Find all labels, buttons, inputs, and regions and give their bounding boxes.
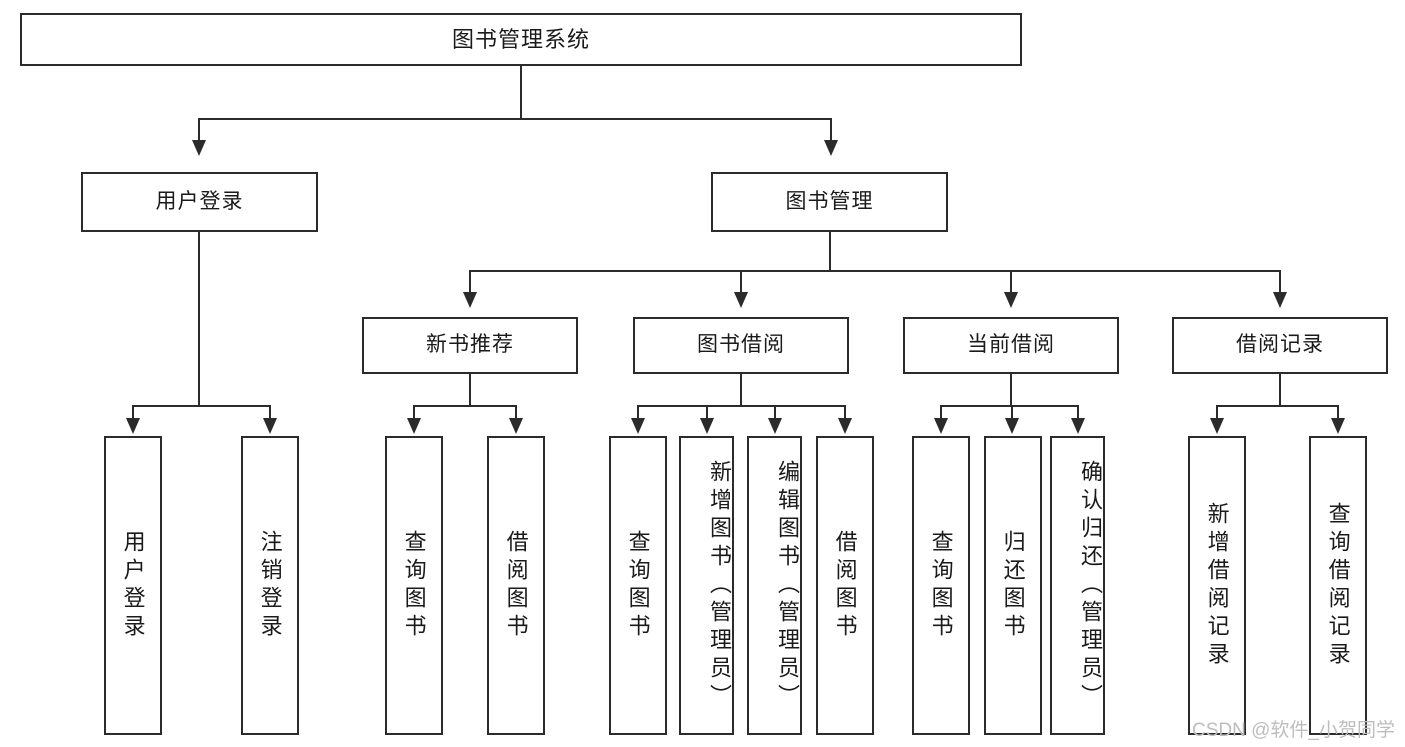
connector-book-borrow-stem [740,374,742,405]
connector-to-leaf-borrow-book-2 [844,405,846,420]
connector-to-leaf-add-record [1216,405,1218,420]
connector-to-leaf-query-book-1 [413,405,415,420]
connector-current-borrow-stem [1010,374,1012,405]
arrowhead-leaf-borrow-book-2 [838,418,852,434]
connector-to-leaf-edit-book-admin [774,405,776,420]
leaf-confirm-return[interactable]: 确认归还（管理员） [1050,436,1105,735]
leaf-user-login[interactable]: 用户登录 [104,436,162,735]
leaf-add-record[interactable]: 新增借阅记录 [1188,436,1246,735]
connector-to-book-borrow [740,270,742,295]
connector-to-leaf-user-login [132,405,134,420]
connector-new-book-rec-bus [413,405,516,407]
leaf-return-book[interactable]: 归还图书 [984,436,1042,735]
connector-to-leaf-logout [269,405,271,420]
leaf-add-book-admin[interactable]: 新增图书（管理员） [679,436,734,735]
connector-to-new-book-rec [469,270,471,295]
connector-root-stem [520,66,522,118]
leaf-edit-book-admin[interactable]: 编辑图书（管理员） [747,436,802,735]
arrowhead-leaf-edit-book-admin [768,418,782,434]
node-book-manage[interactable]: 图书管理 [711,172,948,232]
arrowhead-borrow-record [1273,292,1287,308]
connector-book-borrow-bus [637,405,845,407]
leaf-query-record[interactable]: 查询借阅记录 [1309,436,1367,735]
arrowhead-book-borrow [734,292,748,308]
connector-to-leaf-return-book [1011,405,1013,420]
arrowhead-leaf-query-book-1 [407,418,421,434]
connector-to-borrow-record [1279,270,1281,295]
connector-root-to-user-login [198,118,200,142]
leaf-query-book-2[interactable]: 查询图书 [609,436,667,735]
connector-to-leaf-borrow-book-1 [515,405,517,420]
arrowhead-leaf-logout [263,418,277,434]
connector-root-to-book-manage [830,118,832,142]
arrowhead-leaf-add-record [1210,418,1224,434]
connector-to-leaf-add-book-admin [706,405,708,420]
arrowhead-leaf-query-book-2 [631,418,645,434]
leaf-borrow-book-1[interactable]: 借阅图书 [487,436,545,735]
connector-to-current-borrow [1010,270,1012,295]
arrowhead-leaf-add-book-admin [700,418,714,434]
arrowhead-new-book-rec [463,292,477,308]
node-root-system[interactable]: 图书管理系统 [20,13,1022,66]
arrowhead-current-borrow [1004,292,1018,308]
arrowhead-leaf-query-book-3 [934,418,948,434]
leaf-logout[interactable]: 注销登录 [241,436,299,735]
connector-to-leaf-query-book-2 [637,405,639,420]
leaf-query-book-1[interactable]: 查询图书 [385,436,443,735]
node-book-borrow[interactable]: 图书借阅 [633,317,849,374]
connector-user-login-stem [198,232,200,405]
arrowhead-leaf-borrow-book-1 [509,418,523,434]
connector-borrow-record-bus [1216,405,1338,407]
connector-user-login-bus [132,405,270,407]
arrowhead-leaf-user-login [126,418,140,434]
arrowhead-leaf-confirm-return [1071,418,1085,434]
node-new-book-rec[interactable]: 新书推荐 [362,317,578,374]
connector-to-leaf-query-book-3 [940,405,942,420]
arrowhead-leaf-return-book [1005,418,1019,434]
connector-new-book-rec-stem [469,374,471,405]
connector-current-borrow-bus [940,405,1078,407]
connector-root-bus [198,118,832,120]
connector-borrow-record-stem [1279,374,1281,405]
arrowhead-book-manage [824,140,838,156]
arrowhead-leaf-query-record [1331,418,1345,434]
leaf-borrow-book-2[interactable]: 借阅图书 [816,436,874,735]
connector-to-leaf-confirm-return [1077,405,1079,420]
leaf-query-book-3[interactable]: 查询图书 [912,436,970,735]
connector-book-manage-bus [469,270,1281,272]
connector-to-leaf-query-record [1337,405,1339,420]
connector-book-manage-stem [829,232,831,270]
node-user-login[interactable]: 用户登录 [81,172,318,232]
node-current-borrow[interactable]: 当前借阅 [903,317,1119,374]
arrowhead-user-login [192,140,206,156]
node-borrow-record[interactable]: 借阅记录 [1172,317,1388,374]
